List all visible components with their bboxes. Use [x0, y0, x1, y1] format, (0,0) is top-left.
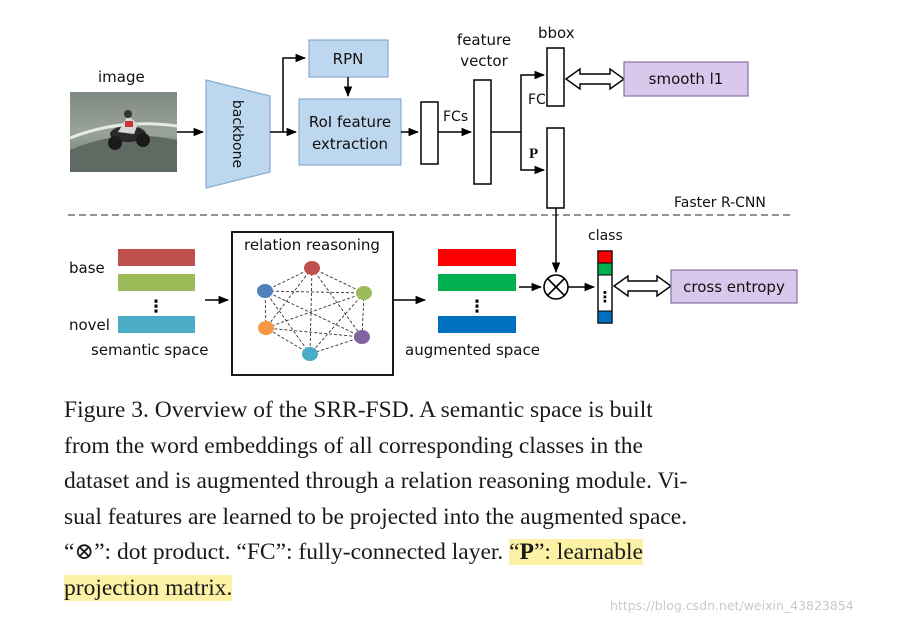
fc-small-bar — [420, 101, 439, 165]
smooth-l1-box — [623, 61, 749, 97]
rpn-label: RPN — [333, 50, 364, 68]
graph-node-1 — [304, 261, 320, 275]
caption-highlight-1: “P”: learnable — [509, 539, 643, 565]
augmented-vector-1 — [438, 249, 516, 266]
image-label: image — [98, 68, 145, 86]
cross-entropy-box — [670, 269, 798, 304]
caption-line-2: from the word embeddings of all correspo… — [64, 432, 643, 459]
cross-entropy-label: cross entropy — [683, 278, 785, 296]
rpn-box — [308, 39, 389, 78]
class-label: class — [588, 228, 623, 244]
graph-node-2 — [356, 286, 372, 300]
caption-line-1: Figure 3. Overview of the SRR-FSD. A sem… — [64, 397, 653, 423]
smooth-l1-label: smooth l1 — [649, 70, 724, 88]
backbone-label: backbone — [229, 100, 245, 168]
feature-vector-label-1: feature — [457, 31, 511, 49]
caption-quote-open: “ — [509, 539, 520, 565]
input-photo — [69, 92, 178, 172]
semantic-novel-vector — [118, 316, 195, 333]
caption-line-5: “⊗”: dot product. “FC”: fully-connected … — [64, 535, 804, 571]
feature-vector-bar — [473, 79, 492, 185]
caption-p-bold: P — [519, 539, 534, 565]
augmented-space-label: augmented space — [405, 341, 540, 359]
class-loss-double-arrow — [612, 274, 673, 298]
augmented-vector-2 — [438, 274, 516, 291]
graph-node-3 — [354, 330, 370, 344]
relation-reasoning-label: relation reasoning — [244, 236, 380, 254]
semantic-base-vector-1 — [118, 249, 195, 266]
roi-extraction-box — [298, 98, 402, 166]
semantic-ellipsis: ⋮ — [148, 297, 165, 317]
graph-node-4 — [302, 347, 318, 361]
caption-line-5-rest: ”: learnable — [533, 539, 643, 565]
roi-label-line1: RoI feature — [309, 113, 391, 131]
caption-line-6: projection matrix. — [64, 571, 804, 607]
roi-label-line2: extraction — [312, 135, 388, 153]
dot-product-icon — [543, 274, 569, 300]
base-label: base — [69, 259, 105, 277]
semantic-space-label: semantic space — [91, 341, 208, 359]
svg-text:⋮: ⋮ — [598, 288, 613, 306]
bbox-bar — [546, 47, 565, 107]
fc-label: FC — [528, 92, 546, 108]
bbox-loss-double-arrow — [564, 67, 626, 91]
figure-caption: Figure 3. Overview of the SRR-FSD. A sem… — [64, 393, 804, 606]
caption-line-5a: “⊗”: dot product. “FC”: fully-connected … — [64, 539, 510, 565]
novel-label: novel — [69, 316, 110, 334]
p-label: P — [529, 146, 538, 162]
bbox-label: bbox — [538, 24, 575, 42]
caption-line-4: sual features are learned to be projecte… — [64, 503, 688, 530]
augmented-ellipsis: ⋮ — [469, 297, 486, 317]
caption-line-3: dataset and is augmented through a relat… — [64, 468, 688, 494]
fcs-label: FCs — [443, 109, 468, 125]
relation-graph — [264, 267, 365, 355]
watermark: https://blog.csdn.net/weixin_43823854 — [610, 598, 854, 613]
caption-highlight-2: projection matrix. — [64, 574, 233, 601]
projection-matrix-bar — [546, 127, 565, 209]
feature-vector-label-2: vector — [460, 52, 508, 70]
srr-fsd-diagram: image backbone RPN RoI feature extractio… — [68, 24, 798, 376]
backbone-block — [205, 79, 271, 189]
faster-rcnn-label: Faster R-CNN — [674, 195, 766, 211]
graph-node-5 — [258, 321, 274, 335]
graph-node-6 — [257, 284, 273, 298]
class-score-bar: ⋮ — [597, 250, 613, 324]
semantic-base-vector-2 — [118, 274, 195, 291]
augmented-vector-3 — [438, 316, 516, 333]
